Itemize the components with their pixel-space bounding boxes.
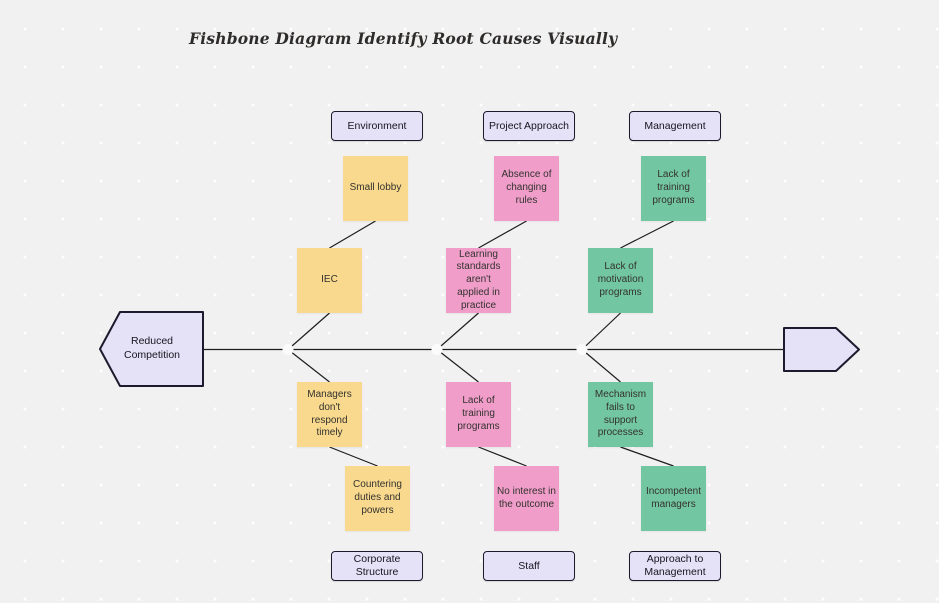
sticky-text: No interest in the outcome: [497, 485, 556, 510]
sticky-text: Managers don't respond timely: [307, 388, 352, 439]
branch-line-approach-to-management-upper[interactable]: [581, 349, 621, 383]
sticky-lack-of-motivation-programs[interactable]: Lack of motivation programs: [588, 248, 653, 313]
branch-line-staff-lower[interactable]: [478, 446, 527, 467]
branch-junction-dot: [431, 344, 443, 355]
category-label: Management: [644, 119, 706, 132]
sticky-text: Mechanism fails to support processes: [594, 388, 647, 439]
category-box-approach-to-management[interactable]: Approach to Management: [629, 551, 721, 581]
branch-line-management-lower[interactable]: [581, 312, 621, 350]
sticky-text: Learning standards aren't applied in pra…: [456, 248, 501, 311]
category-box-management[interactable]: Management: [629, 111, 721, 141]
category-box-corporate-structure[interactable]: Corporate Structure: [331, 551, 423, 581]
branch-line-corporate-structure-upper[interactable]: [287, 349, 330, 383]
sticky-incompetent-managers[interactable]: Incompetent managers: [641, 466, 706, 531]
category-box-staff[interactable]: Staff: [483, 551, 575, 581]
branch-line-environment-upper[interactable]: [329, 220, 376, 249]
diagram-title[interactable]: Fishbone Diagram Identify Root Causes Vi…: [189, 29, 618, 48]
sticky-text: Lack of training programs: [652, 169, 695, 206]
sticky-text: Countering duties and powers: [353, 479, 402, 516]
category-label: Approach to Management: [644, 553, 706, 578]
effect-pentagon-shape[interactable]: [99, 311, 204, 387]
category-label: Environment: [347, 119, 407, 132]
sticky-managers-dont-respond-timely[interactable]: Managers don't respond timely: [297, 382, 362, 447]
branch-junction-dot: [576, 344, 588, 355]
sticky-lack-of-training-programs-bottom[interactable]: Lack of training programs: [446, 382, 511, 447]
category-label: Staff: [518, 559, 540, 572]
sticky-countering-duties-and-powers[interactable]: Countering duties and powers: [345, 466, 410, 531]
branch-line-environment-lower[interactable]: [287, 312, 330, 350]
spine-arrowhead-shape[interactable]: [783, 327, 860, 372]
category-label: Corporate Structure: [353, 553, 401, 578]
branch-line-staff-upper[interactable]: [436, 349, 479, 383]
branch-line-corporate-structure-lower[interactable]: [329, 446, 378, 467]
sticky-no-interest-in-the-outcome[interactable]: No interest in the outcome: [494, 466, 559, 531]
sticky-text: IEC: [321, 274, 338, 286]
sticky-mechanism-fails-to-support[interactable]: Mechanism fails to support processes: [588, 382, 653, 447]
branch-line-management-upper[interactable]: [620, 220, 674, 249]
sticky-text: Small lobby: [349, 182, 402, 194]
sticky-text: Incompetent managers: [645, 485, 702, 510]
effect-label[interactable]: Reduced Competition: [123, 335, 181, 361]
sticky-text: Lack of motivation programs: [597, 261, 644, 298]
branch-line-approach-to-management-lower[interactable]: [620, 446, 674, 467]
category-box-environment[interactable]: Environment: [331, 111, 423, 141]
sticky-text: Lack of training programs: [457, 395, 500, 432]
branch-line-project-approach-lower[interactable]: [436, 312, 479, 350]
sticky-learning-standards-not-applied[interactable]: Learning standards aren't applied in pra…: [446, 248, 511, 313]
sticky-text: Absence of changing rules: [501, 169, 552, 206]
branch-junction-dot: [282, 344, 294, 355]
sticky-absence-of-changing-rules[interactable]: Absence of changing rules: [494, 156, 559, 221]
sticky-iec[interactable]: IEC: [297, 248, 362, 313]
category-label: Project Approach: [489, 119, 569, 132]
branch-line-project-approach-upper[interactable]: [478, 220, 527, 249]
sticky-lack-of-training-programs-top[interactable]: Lack of training programs: [641, 156, 706, 221]
category-box-project-approach[interactable]: Project Approach: [483, 111, 575, 141]
sticky-small-lobby[interactable]: Small lobby: [343, 156, 408, 221]
